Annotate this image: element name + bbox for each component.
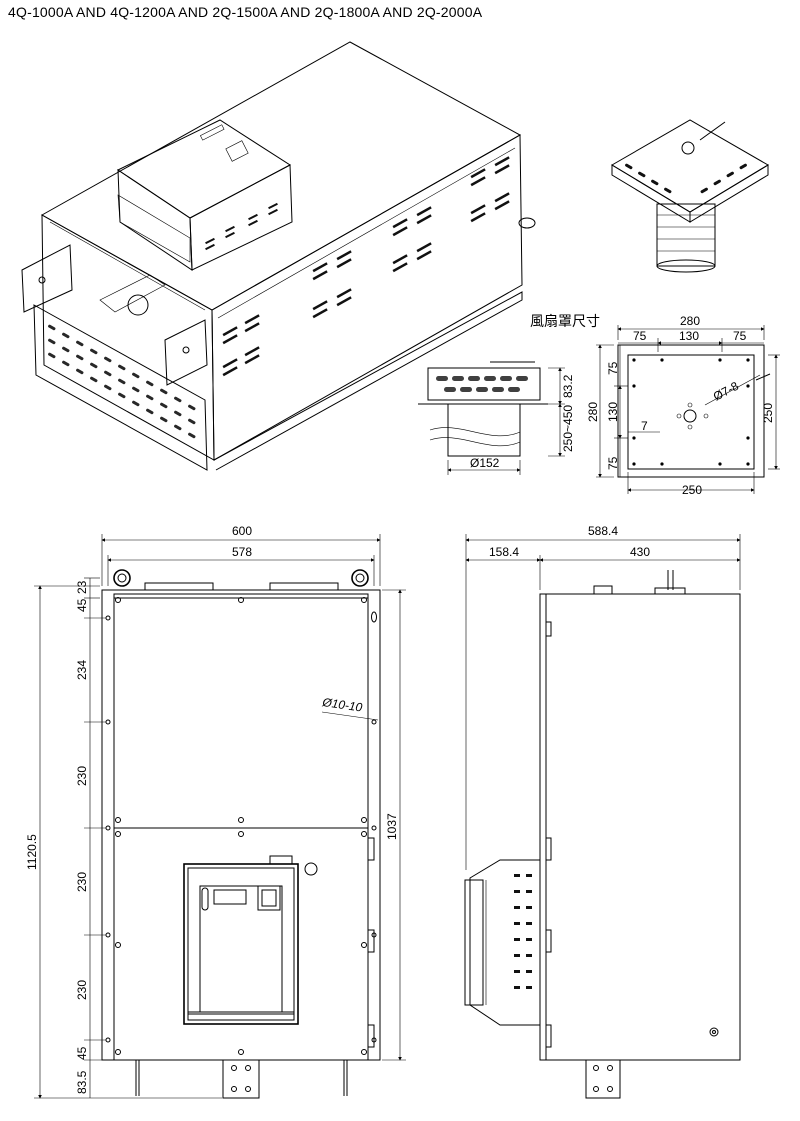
fan-hood-hole: Ø7-8 (711, 379, 741, 404)
fan-hood-top-75-left: 75 (633, 329, 647, 343)
front-width-578: 578 (232, 545, 252, 559)
front-dim-230-a: 230 (75, 766, 89, 786)
isometric-unit-view (21, 41, 536, 471)
fan-hood-left-75-bottom: 75 (606, 456, 620, 470)
fan-hood-isometric (611, 119, 769, 273)
fan-side-view (418, 361, 565, 475)
fan-side-dim-range: 250~450 (561, 405, 575, 452)
fan-hood-left-130: 130 (606, 402, 620, 422)
fan-hood-top-75-right: 75 (733, 329, 747, 343)
front-inner-height: 1037 (385, 813, 399, 840)
side-depth-total: 588.4 (588, 524, 618, 538)
front-dim-230-b: 230 (75, 872, 89, 892)
fan-hood-top-130: 130 (679, 329, 699, 343)
fan-hood-label: 風扇罩尺寸 (530, 313, 600, 329)
front-dim-45-top: 45 (75, 598, 89, 612)
front-dim-234: 234 (75, 660, 89, 680)
front-dim-23: 23 (75, 580, 89, 594)
fan-hood-small-7: 7 (641, 419, 648, 433)
side-dim-158-4: 158.4 (489, 545, 519, 559)
side-view (464, 534, 741, 1099)
front-view (34, 534, 406, 1099)
fan-hood-left-75-top: 75 (606, 361, 620, 375)
fan-hood-width-280: 280 (680, 314, 700, 328)
front-hole-label: Ø10-10 (321, 695, 364, 715)
fan-hood-right-250: 250 (761, 403, 775, 423)
fan-side-dim-83-2: 83.2 (561, 374, 575, 398)
front-dim-83-5: 83.5 (75, 1070, 89, 1094)
front-dim-230-c: 230 (75, 980, 89, 1000)
side-dim-430: 430 (630, 545, 650, 559)
page-title: 4Q-1000A AND 4Q-1200A AND 2Q-1500A AND 2… (8, 4, 483, 20)
fan-side-dim-diameter: Ø152 (470, 456, 500, 470)
front-total-height: 1120.5 (25, 834, 39, 870)
front-dim-45-bottom: 45 (75, 1046, 89, 1060)
fan-hood-plan (596, 325, 780, 494)
fan-hood-left-280: 280 (586, 402, 600, 422)
front-width-600: 600 (232, 524, 252, 538)
fan-hood-bottom-250: 250 (682, 483, 702, 497)
